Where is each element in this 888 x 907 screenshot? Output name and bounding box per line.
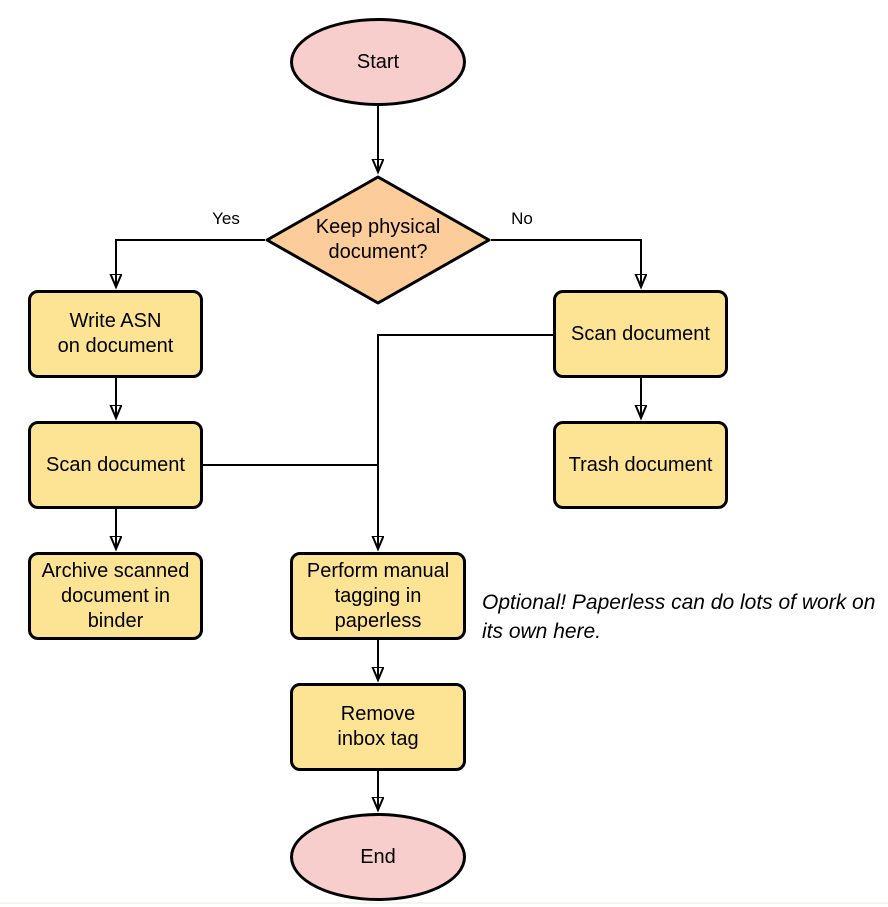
bottom-page-rule (0, 902, 888, 904)
node-write-asn-on-document: Write ASN on document (28, 290, 203, 378)
edge-label-yes: Yes (212, 209, 240, 228)
edge-label-no: No (511, 209, 533, 228)
note-optional-paperless: Optional! Paperless can do lots of work … (482, 591, 876, 643)
node-archive-scanned-document: Archive scanned document in binder (28, 552, 203, 640)
edge-decision-yes (116, 239, 265, 287)
node-remove-inbox-tag: Remove inbox tag (290, 683, 466, 771)
edge-scanright-to-tagging (378, 334, 553, 549)
decision-label: Keep physical document? (315, 216, 441, 263)
node-start: Start (290, 18, 466, 106)
diamond-shape (265, 175, 491, 305)
node-decision-keep-physical-document: Keep physical document? (265, 175, 491, 305)
node-scan-document-left: Scan document (28, 421, 203, 509)
node-trash-document: Trash document (553, 421, 728, 509)
node-end: End (290, 813, 466, 901)
node-perform-manual-tagging: Perform manual tagging in paperless (290, 552, 466, 640)
node-scan-document-right: Scan document (553, 290, 728, 378)
edge-decision-no (491, 239, 641, 287)
